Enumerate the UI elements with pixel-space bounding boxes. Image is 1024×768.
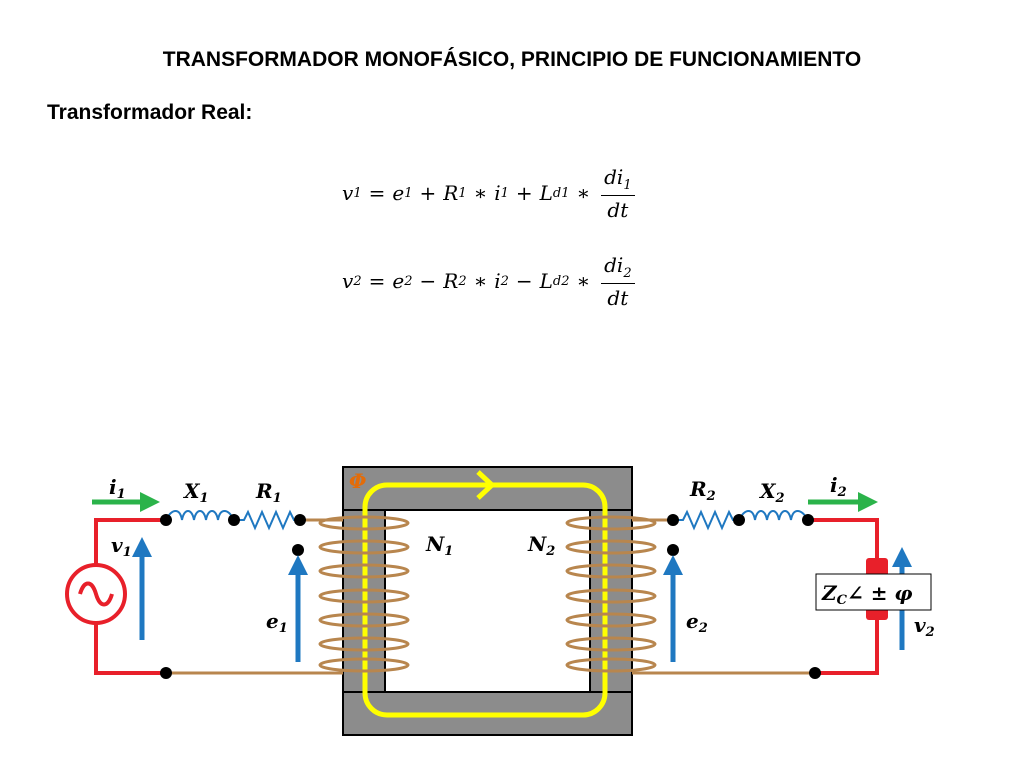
eq1-times2: ∗	[576, 181, 591, 205]
eq1-lhs: v	[342, 181, 354, 205]
eq2-term3-sub: d2	[552, 273, 570, 289]
eq1-times1: ∗	[473, 181, 488, 205]
label-flux-phi: Φ	[349, 469, 367, 493]
eq1-op2: +	[515, 181, 533, 205]
eq1-term2-sub: 1	[458, 185, 467, 201]
primary-wiring	[166, 518, 343, 675]
label-i1: i1	[109, 475, 126, 502]
ac-source-icon	[65, 563, 127, 625]
eq2-term1-sub: 2	[404, 273, 413, 289]
label-e1: e1	[266, 609, 288, 636]
eq2-times2: ∗	[576, 269, 591, 293]
eq2-numerator-sub: 2	[623, 265, 632, 281]
eq1-term1-sub: 1	[404, 185, 413, 201]
eq2-term1: e	[392, 269, 405, 293]
label-v1: v1	[111, 533, 132, 560]
secondary-resistor-icon	[673, 509, 739, 531]
label-x2: X2	[758, 479, 785, 506]
label-x1: X1	[182, 479, 209, 506]
eq1-term2b: i	[494, 181, 501, 205]
label-i2: i2	[830, 473, 847, 500]
primary-resistor-icon	[234, 509, 300, 531]
eq1-term2b-sub: 1	[500, 185, 509, 201]
secondary-wiring	[632, 518, 815, 675]
eq1-term3-sub: d1	[552, 185, 570, 201]
section-subtitle: Transformador Real:	[47, 101, 253, 124]
eq1-equals: =	[368, 181, 386, 205]
load-label-box	[815, 573, 932, 611]
secondary-coil	[565, 515, 657, 673]
terminal-dots	[160, 514, 821, 679]
primary-coil	[318, 515, 410, 673]
flux-direction-arrow	[476, 470, 496, 500]
label-r1: R1	[255, 479, 282, 506]
eq1-numerator-sub: 1	[623, 177, 632, 193]
primary-reactance-inductor-icon	[165, 510, 235, 521]
label-v2: v2	[914, 613, 935, 640]
eq1-term3: L	[539, 181, 553, 205]
eq2-lhs: v	[342, 269, 354, 293]
eq1-numerator: di	[604, 164, 624, 189]
label-e2: e2	[686, 609, 708, 636]
label-n1: N1	[425, 532, 453, 559]
eq2-term3: L	[539, 269, 553, 293]
eq1-lhs-sub: 1	[353, 185, 362, 201]
eq2-denominator: dt	[607, 285, 629, 310]
eq2-term2-sub: 2	[458, 273, 467, 289]
label-r2: R2	[689, 477, 716, 504]
label-n2: N2	[527, 532, 555, 559]
eq1-term2: R	[443, 181, 459, 205]
magnetic-flux-path	[362, 482, 608, 718]
eq2-fraction: di2 dt	[601, 252, 635, 310]
eq2-term2b: i	[494, 269, 501, 293]
eq2-op2: −	[515, 269, 533, 293]
page-title: TRANSFORMADOR MONOFÁSICO, PRINCIPIO DE F…	[162, 48, 862, 71]
secondary-reactance-inductor-icon	[738, 510, 809, 521]
eq1-denominator: dt	[607, 197, 629, 222]
eq1-op1: +	[419, 181, 437, 205]
eq2-term2b-sub: 2	[500, 273, 509, 289]
eq2-op1: −	[419, 269, 437, 293]
eq2-times1: ∗	[473, 269, 488, 293]
eq1-term1: e	[392, 181, 405, 205]
label-load-impedance: ZC∠ ± φ	[821, 581, 913, 608]
eq2-numerator: di	[604, 252, 624, 277]
eq2-lhs-sub: 2	[353, 273, 362, 289]
eq2-equals: =	[368, 269, 386, 293]
eq2-term2: R	[443, 269, 459, 293]
eq1-fraction: di1 dt	[601, 164, 635, 222]
